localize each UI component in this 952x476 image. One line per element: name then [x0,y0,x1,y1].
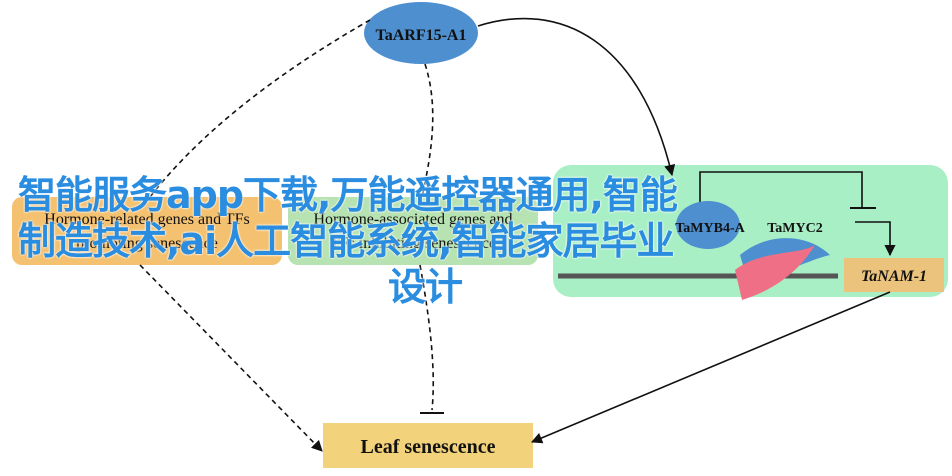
edge-tanam-to-leaf [530,291,891,444]
overlay-line-3: 设计 [387,265,463,309]
edge-taarf-to-related [149,19,371,198]
hormone-related-box [12,197,282,265]
leaf-senescence-label: Leaf senescence [361,436,496,458]
hormone-associated-label: Hormone-associated genes and [313,211,512,228]
watermark-overlay: 智能服务app下载,万能遥控器通用,智能 制造技术,ai人工智能系统,智能家居毕… [10,172,840,310]
hormone-associated-sublabel: TFs inhibiting senescence [330,235,496,252]
hormone-associated-box [288,197,538,265]
taarf-label: TaARF15-A1 [376,27,467,44]
edge-to-tanam [855,221,896,257]
tamyb-label: TaMYB4-A [675,221,745,236]
hormone-related-sublabel: promoting senescence [76,235,218,252]
overlay-line-2: 制造技术,ai人工智能系统,智能家居毕业 [18,219,675,263]
hormone-related-label: Hormone-related genes and TFs [44,211,249,228]
tanam-label: TaNAM-1 [861,268,927,285]
edge-taarf-to-complex [477,17,676,177]
tamyc-label: TaMYC2 [767,221,823,236]
pink-factor-shape [735,245,815,300]
edge-related-to-leaf [139,264,323,452]
leaf-senescence-box [323,423,533,468]
overlay-line-1: 智能服务app下载,万能遥控器通用,智能 [18,173,678,217]
taarf-node [364,2,478,64]
edge-taarf-to-associated [421,63,434,198]
tanam-box [844,258,944,292]
tamyb-shape [676,201,740,249]
edge-associated-to-leaf [419,264,435,411]
loop-path [699,171,863,215]
